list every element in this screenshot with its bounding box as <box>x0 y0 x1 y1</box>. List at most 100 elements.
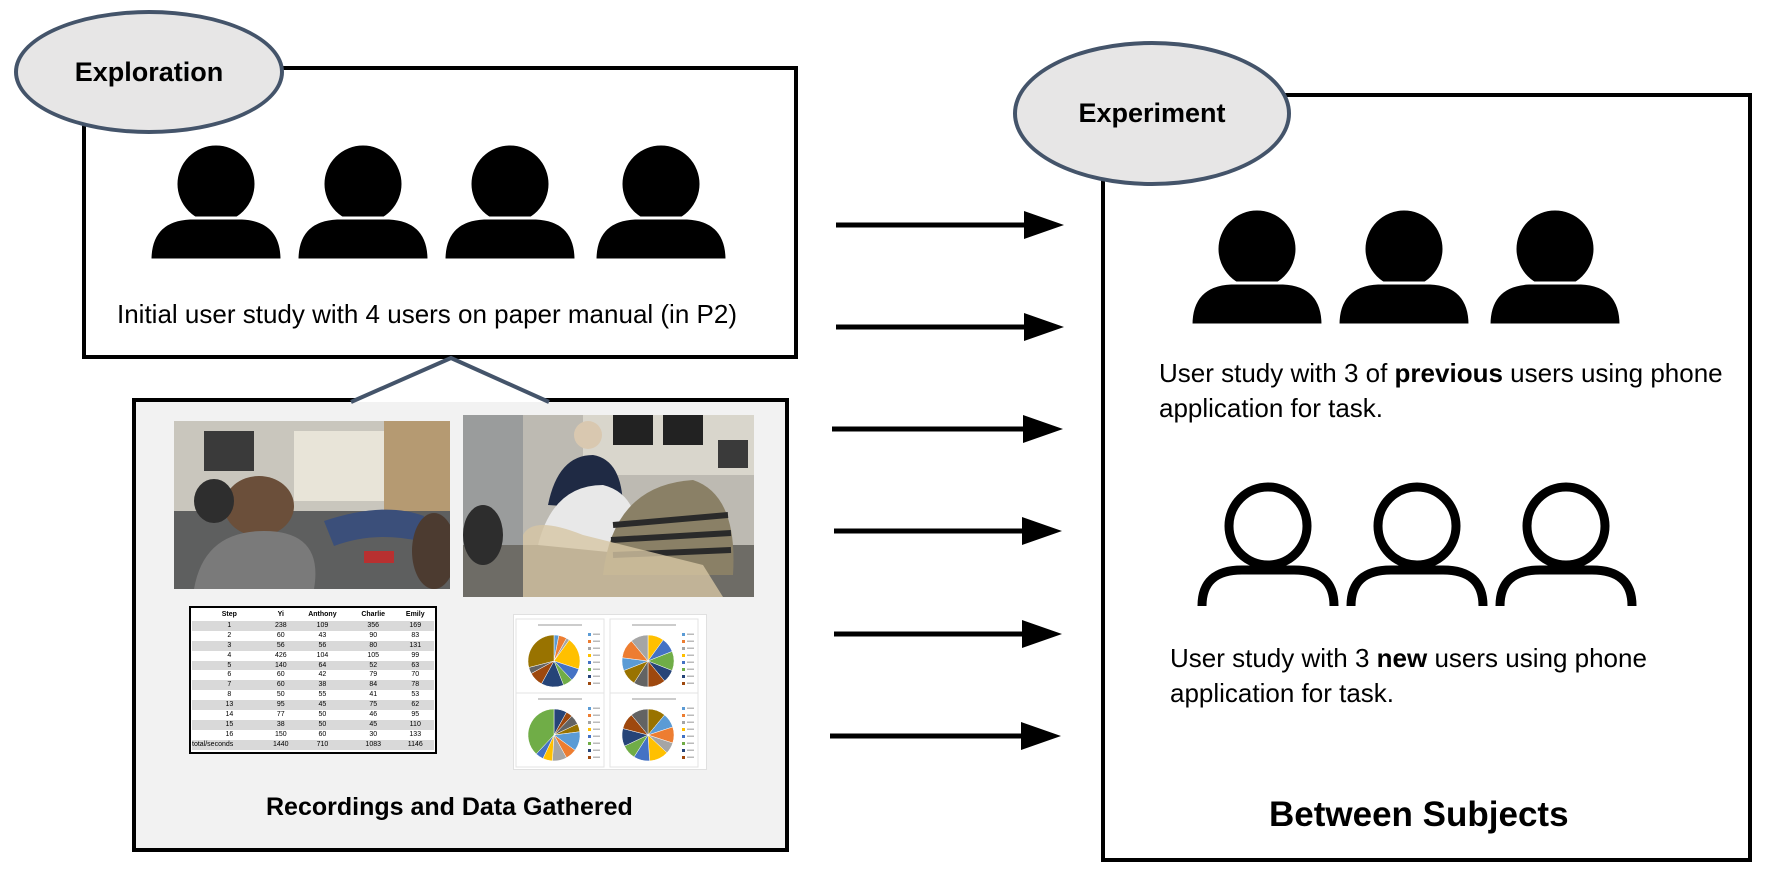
table-cell: 99 <box>411 651 420 659</box>
arrow-1 <box>836 211 1064 239</box>
table-cell: 60 <box>276 631 285 639</box>
table-cell: 56 <box>318 641 327 649</box>
table-cell: 150 <box>274 730 287 738</box>
pie-legend-line <box>687 661 694 663</box>
table-cell: 1 <box>227 621 232 629</box>
table-header: Emily <box>405 611 425 618</box>
outline-person-icon <box>1495 482 1637 607</box>
table-cell: 7 <box>227 681 232 689</box>
new-users-caption: User study with 3 new users using phone … <box>1170 643 1647 708</box>
table-cell: 8 <box>227 691 232 699</box>
pie-legend-line <box>593 633 600 635</box>
pie-legend-swatch <box>588 707 591 710</box>
table-cell: 105 <box>367 651 380 659</box>
table-cell: 45 <box>369 720 378 728</box>
recordings-caption: Recordings and Data Gathered <box>266 793 633 821</box>
table-cell: 140 <box>274 661 287 669</box>
pie-legend-swatch <box>588 735 591 738</box>
pie-legend-swatch <box>682 728 685 731</box>
table-cell: 95 <box>411 711 420 719</box>
table-cell: 15 <box>225 720 234 728</box>
pie-slice <box>631 634 649 662</box>
exploration-caption: Initial user study with 4 users on paper… <box>117 299 737 329</box>
pie-slice <box>527 708 555 755</box>
pie-legend-line <box>687 640 694 642</box>
pie-legend-swatch <box>682 707 685 710</box>
table-cell: 710 <box>316 740 329 748</box>
pie-legend-line <box>687 633 694 635</box>
table-cell: 90 <box>369 631 378 639</box>
filled-person-icon <box>442 142 578 262</box>
pie-charts-thumbnail <box>513 614 707 770</box>
arrows-group <box>830 211 1064 750</box>
table-cell: 78 <box>411 681 420 689</box>
table-cell: 43 <box>318 631 327 639</box>
previous-users-caption: User study with 3 of previous users usin… <box>1159 358 1723 423</box>
table-cell: 133 <box>409 730 422 738</box>
pie-legend-line <box>593 668 600 670</box>
outline-person-icon <box>1197 482 1339 607</box>
table-cell: 60 <box>318 730 327 738</box>
table-cell: 426 <box>274 651 287 659</box>
table-cell: 53 <box>411 691 420 699</box>
experiment-label: Experiment <box>1013 41 1291 186</box>
table-cell: 63 <box>411 661 420 669</box>
pie-legend-swatch <box>588 654 591 657</box>
table-cell: 38 <box>318 681 327 689</box>
table-cell: 62 <box>411 701 420 709</box>
callout-connector <box>350 355 550 404</box>
table-cell: 45 <box>318 701 327 709</box>
pie-legend-swatch <box>682 749 685 752</box>
pie-legend-swatch <box>682 640 685 643</box>
arrow-2 <box>836 313 1064 341</box>
table-header: Anthony <box>308 611 337 618</box>
table-cell: 60 <box>276 671 285 679</box>
pie-legend-swatch <box>588 668 591 671</box>
pie-title-line <box>538 624 582 626</box>
table-cell: 50 <box>318 720 327 728</box>
pie-legend-swatch <box>588 675 591 678</box>
table-header: Charlie <box>361 611 386 618</box>
pie-legend-line <box>593 735 600 737</box>
pie-legend-swatch <box>682 661 685 664</box>
arrow-5 <box>834 620 1062 648</box>
filled-person-icon <box>1487 207 1623 327</box>
arrow-6 <box>830 722 1061 750</box>
table-cell: 238 <box>274 621 287 629</box>
filled-person-icon <box>148 142 284 262</box>
exploration-label: Exploration <box>14 10 284 134</box>
pie-legend-line <box>687 668 694 670</box>
arrow-4 <box>834 517 1062 545</box>
pie-slice <box>631 708 649 736</box>
pie-legend-swatch <box>588 682 591 685</box>
pie-legend-swatch <box>588 714 591 717</box>
table-cell: 95 <box>276 701 285 709</box>
table-cell: 3 <box>227 641 232 649</box>
arrow-3 <box>832 415 1063 443</box>
pie-legend-swatch <box>682 633 685 636</box>
table-cell: 41 <box>369 691 378 699</box>
table-cell: 104 <box>316 651 329 659</box>
pie-legend-swatch <box>588 640 591 643</box>
pie-legend-line <box>593 682 600 684</box>
table-cell: 6 <box>227 671 232 679</box>
pie-title-line <box>632 698 676 700</box>
table-cell: 169 <box>409 621 422 629</box>
study-photo-2 <box>463 415 754 597</box>
pie-legend-line <box>687 749 694 751</box>
pie-legend-swatch <box>588 661 591 664</box>
table-cell: 4 <box>227 651 232 659</box>
pie-legend-line <box>687 682 694 684</box>
pie-legend-swatch <box>682 682 685 685</box>
table-cell: 55 <box>318 691 327 699</box>
table-cell: 84 <box>369 681 378 689</box>
pie-legend-line <box>687 647 694 649</box>
